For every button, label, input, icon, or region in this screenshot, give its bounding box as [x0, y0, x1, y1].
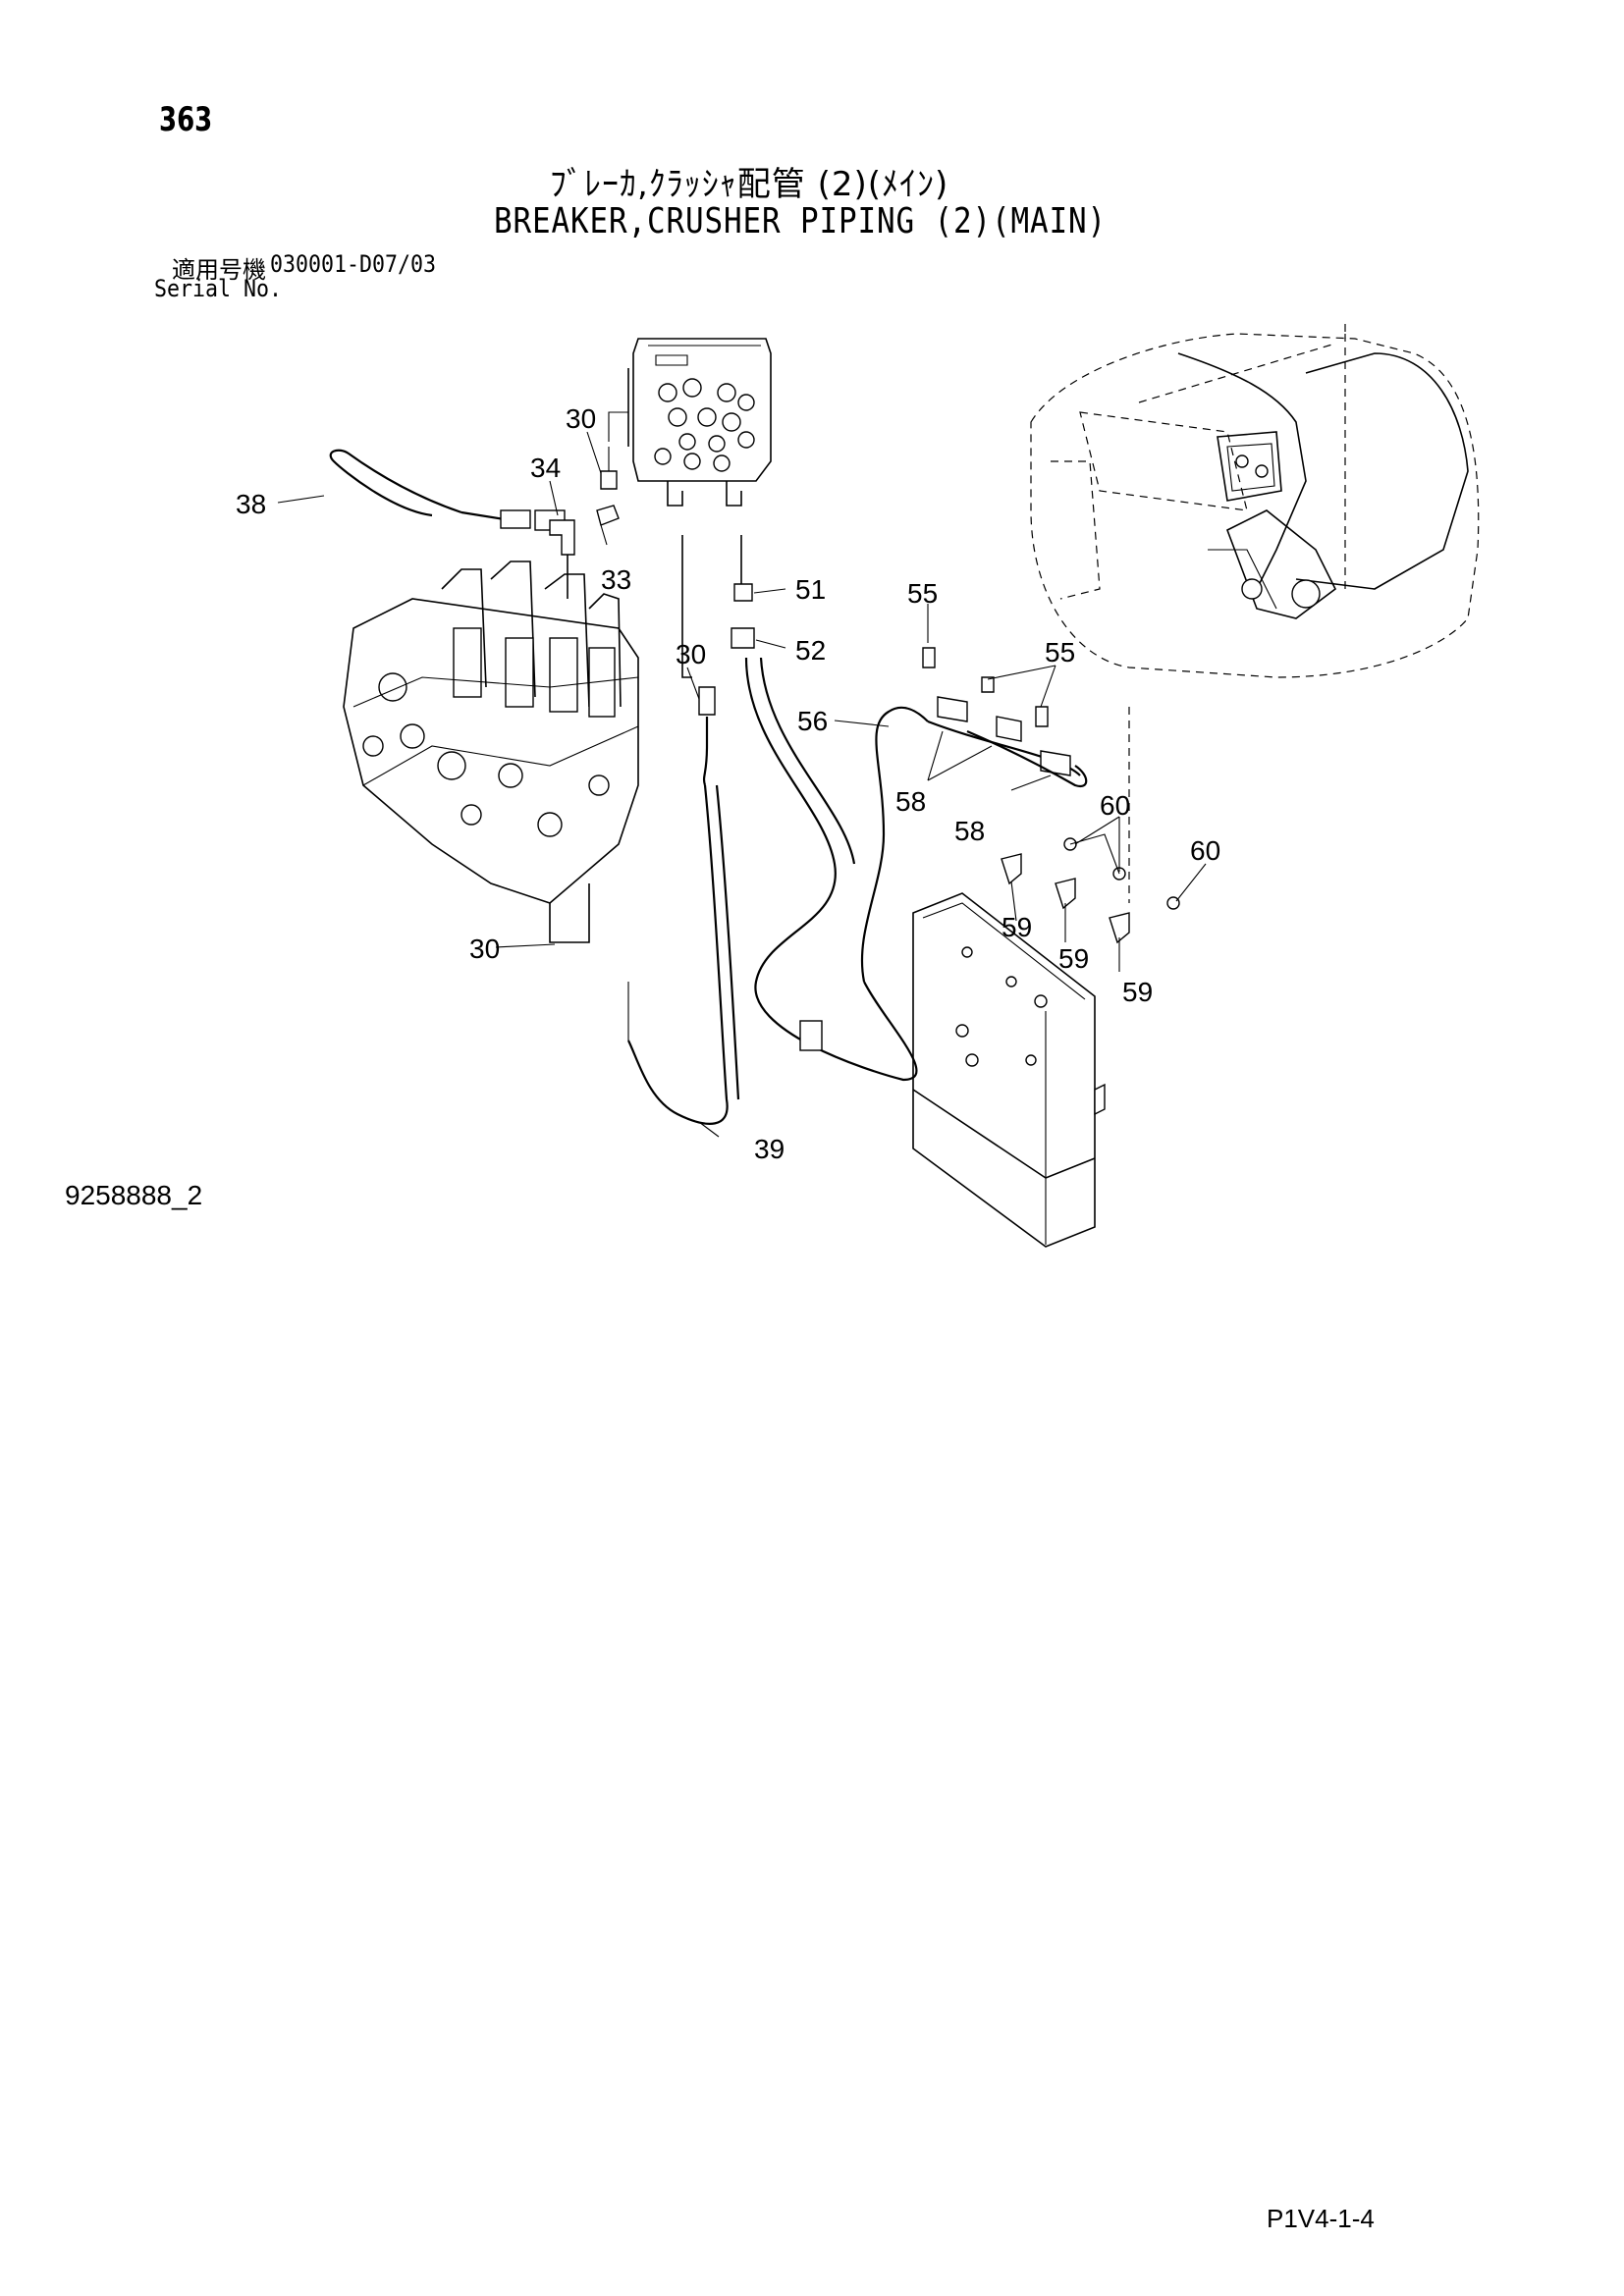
callout-30-mid: 30: [676, 639, 706, 669]
page-number: 363: [159, 100, 213, 139]
callout-38: 38: [236, 489, 266, 519]
callout-30-top: 30: [566, 403, 596, 434]
callout-59-left: 59: [1001, 912, 1032, 942]
callout-labels: 30 34 38 33 51 52 55 55 56 58 58 60 60 5…: [236, 403, 1220, 1164]
title-english: BREAKER,CRUSHER PIPING (2)(MAIN): [494, 201, 1107, 241]
callout-55-right: 55: [1045, 637, 1075, 667]
callout-56: 56: [797, 706, 828, 736]
serial-value: 030001-D07/03: [270, 250, 437, 278]
hose-39: [627, 535, 742, 1125]
drawing-id: 9258888_2: [65, 1180, 203, 1210]
callout-30-bottom: 30: [469, 934, 500, 964]
page-code: P1V4-1-4: [1267, 2204, 1375, 2233]
callout-51: 51: [795, 574, 826, 605]
adapters-51-52: [731, 583, 755, 649]
callout-58-left: 58: [895, 786, 926, 817]
title-japanese: ﾌﾞﾚｰｶ,ｸﾗｯｼｬ配管 (2)(ﾒｲﾝ): [550, 165, 949, 204]
elbow-fitting-34: [549, 519, 575, 599]
leader-lines: [277, 431, 1207, 1138]
callout-34: 34: [530, 453, 561, 483]
hose-56: [744, 657, 1081, 1082]
serial-label-english: Serial No.: [154, 275, 283, 302]
machine-overview: [1030, 324, 1480, 678]
adapter-33: [596, 505, 620, 526]
callout-60-left: 60: [1100, 790, 1130, 821]
serial-label-japanese: 適用号機: [172, 256, 266, 284]
adapter-30-top: [600, 447, 618, 490]
callout-60-right: 60: [1190, 835, 1220, 866]
callout-33: 33: [601, 564, 631, 595]
callout-52: 52: [795, 635, 826, 666]
connector-group: [922, 647, 1088, 791]
pilot-valve-block: [608, 338, 772, 507]
callout-55-left: 55: [907, 578, 938, 609]
control-valve: [343, 561, 639, 943]
callout-59-right: 59: [1122, 977, 1153, 1007]
callout-59-center: 59: [1058, 943, 1089, 974]
callout-39: 39: [754, 1134, 785, 1164]
callout-58-right: 58: [954, 816, 985, 846]
